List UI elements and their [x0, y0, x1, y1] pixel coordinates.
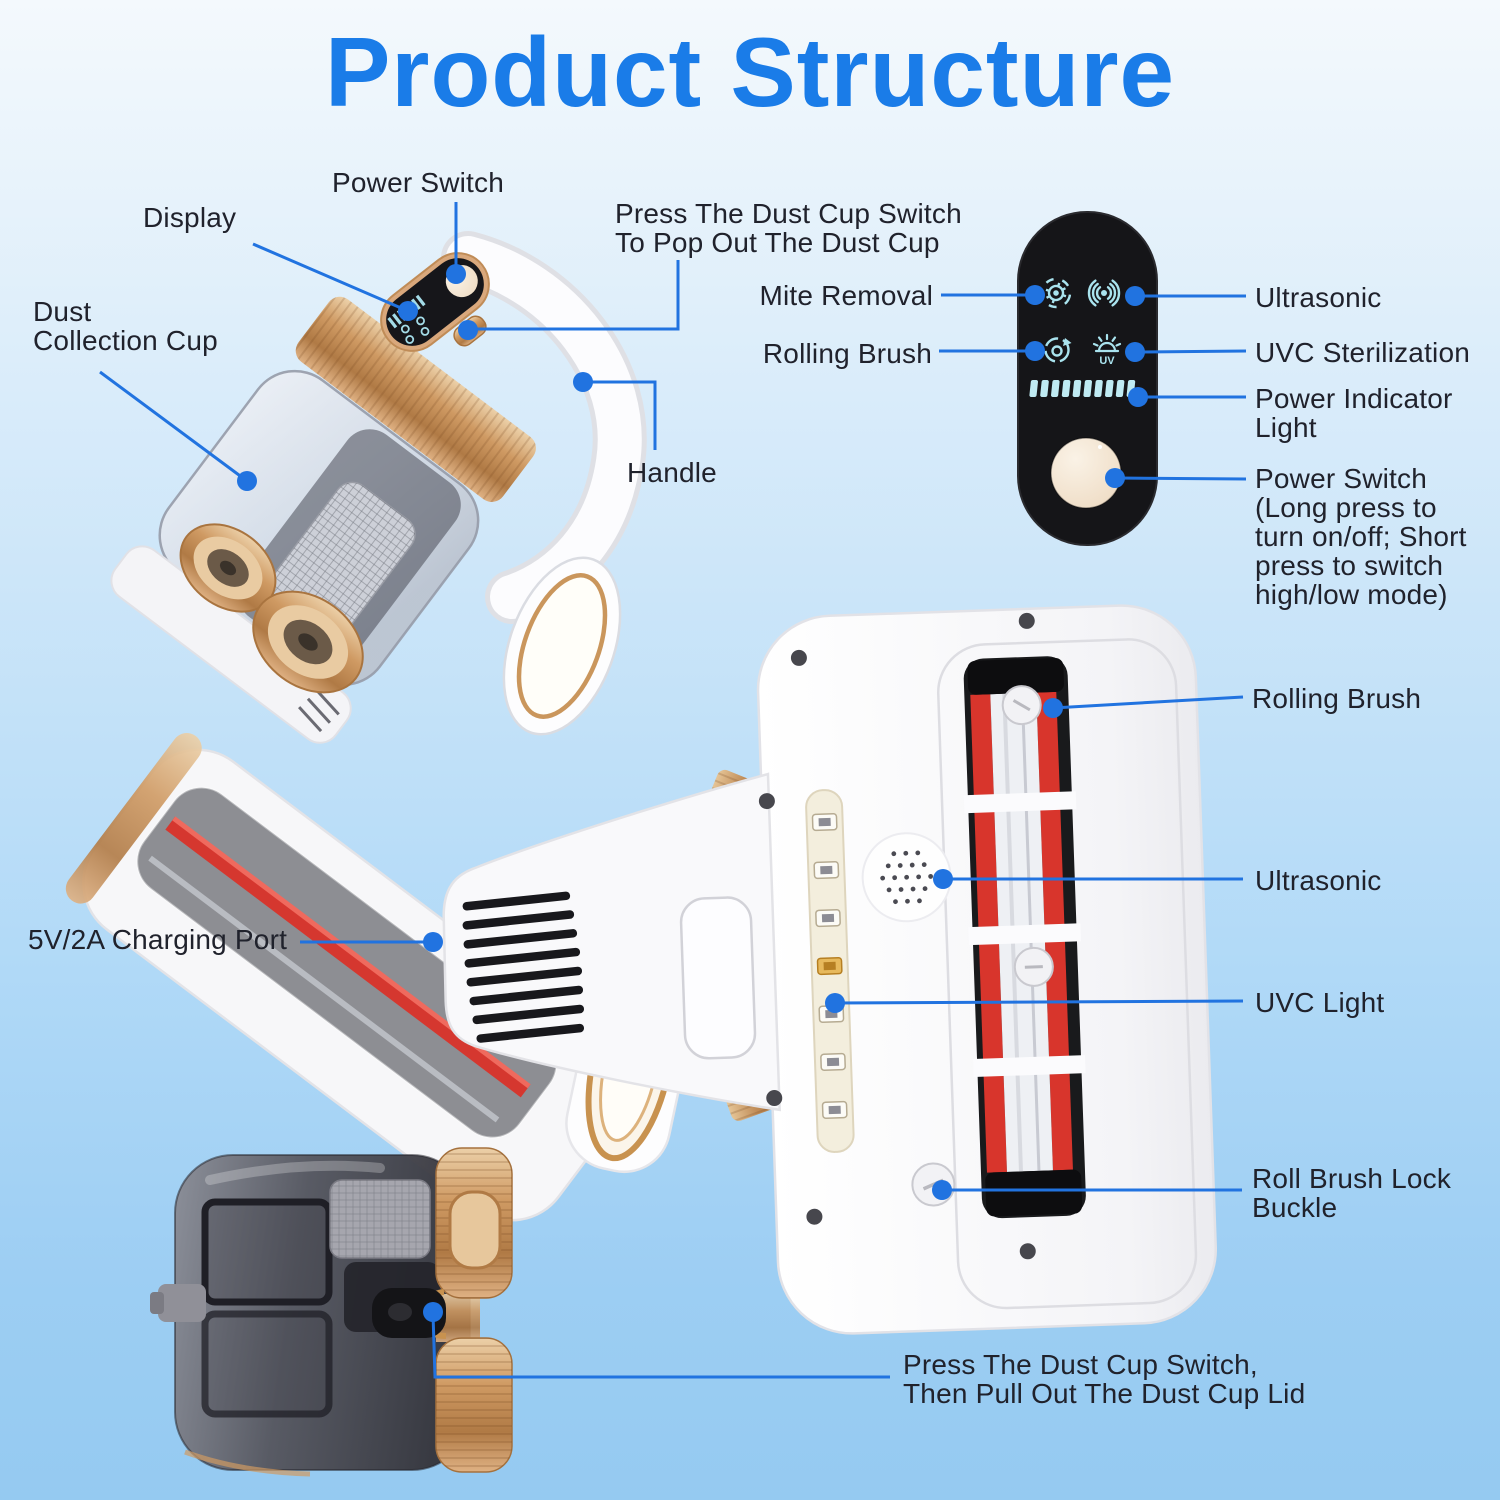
ultrasonic-icon — [1087, 279, 1121, 307]
label-dust-cup-note: Press The Dust Cup Switch, Then Pull Out… — [903, 1349, 1306, 1409]
power-indicator-dot — [1128, 387, 1148, 407]
mite-removal-icon — [1040, 277, 1072, 309]
dust-cup-switch-line — [468, 260, 680, 331]
label-display: Display — [143, 202, 237, 233]
dust-cup-switch-dot — [458, 320, 478, 340]
slot-screw — [1013, 946, 1054, 987]
control-panel-pill — [1017, 211, 1158, 546]
handle-line — [583, 380, 657, 450]
power-indicator-bars-icon — [1029, 380, 1136, 397]
brush-door-seam — [936, 638, 1198, 1310]
ultrasonic-speaker — [861, 832, 952, 923]
uvc-sterilization-line — [1136, 349, 1247, 354]
dust-cup-note-dot — [423, 1302, 443, 1322]
dust-cup-latch — [372, 1288, 446, 1338]
power-button-highlight — [1098, 445, 1102, 449]
uvc-sterilization-dot — [1125, 342, 1145, 362]
uvc-sterilization-icon: UV — [1092, 333, 1122, 367]
control-panel-illustration: UV — [1017, 211, 1158, 546]
label-uvc-sterilization: UVC Sterilization — [1255, 337, 1471, 368]
label-mite-removal: Mite Removal — [759, 280, 933, 311]
vacuum-brush-housing — [65, 733, 628, 1222]
vacuum-side-capsule — [502, 556, 622, 736]
slot-screw — [1001, 685, 1042, 726]
dust-cup-illustration — [150, 1147, 513, 1477]
pod-display-icons — [400, 316, 430, 344]
page-title: Product Structure — [324, 17, 1176, 127]
rolling-brush-icon — [1044, 337, 1072, 363]
ultrasonic-dot — [933, 869, 953, 889]
rolling-brush-line — [1052, 695, 1244, 710]
handle-dot — [573, 372, 593, 392]
roll-brush-lock-dot — [932, 1180, 952, 1200]
uvc-light-dot — [825, 993, 845, 1013]
callout-dots — [237, 264, 1148, 1322]
dust-cup-lid — [420, 1147, 513, 1473]
cyclone-disc — [179, 523, 277, 613]
label-uvc-light: UVC Light — [1255, 987, 1385, 1018]
label-roll-brush-lock: Roll Brush Lock Buckle — [1252, 1163, 1452, 1223]
charging-port-dot — [423, 932, 443, 952]
arm-window — [679, 896, 757, 1060]
display-dot — [398, 301, 418, 321]
power-switch-dot — [446, 264, 466, 284]
display-line — [252, 242, 409, 313]
mite-removal-dot — [1025, 285, 1045, 305]
label-power-switch: Power Switch — [332, 167, 505, 198]
power-switch-detail-dot — [1105, 468, 1125, 488]
dust-cup-note-line — [431, 1313, 890, 1379]
label-rolling-brush: Rolling Brush — [1252, 683, 1422, 714]
vacuum-unit-illustration — [65, 231, 699, 1222]
label-charging-port: 5V/2A Charging Port — [28, 924, 288, 955]
label-power-indicator: Power Indicator Light — [1255, 383, 1453, 443]
label-dust-collection-cup: Dust Collection Cup — [33, 296, 218, 356]
callout-lines — [99, 202, 1247, 1379]
label-power-switch-detail: Power Switch (Long press to turn on/off;… — [1255, 463, 1467, 610]
rolling-brush-dot — [1043, 698, 1063, 718]
panel-rolling-brush-dot — [1025, 341, 1045, 361]
dust-collection-cup-dot — [237, 471, 257, 491]
label-ultrasonic: Ultrasonic — [1255, 865, 1382, 896]
power-switch-detail-line — [1116, 476, 1247, 481]
rolling-brush-recess — [963, 656, 1086, 1219]
cyclone-disc — [252, 590, 364, 694]
label-panel-ultrasonic: Ultrasonic — [1255, 282, 1382, 313]
label-dust-cup-switch: Press The Dust Cup Switch To Pop Out The… — [615, 198, 962, 258]
panel-ultrasonic-dot — [1125, 286, 1145, 306]
dust-collection-cup-line — [99, 370, 248, 483]
label-handle: Handle — [627, 457, 717, 488]
label-panel-rolling-brush: Rolling Brush — [762, 338, 932, 369]
vent-grille — [462, 891, 585, 1043]
svg-text:UV: UV — [1099, 355, 1115, 367]
uvc-light-line — [834, 999, 1244, 1005]
